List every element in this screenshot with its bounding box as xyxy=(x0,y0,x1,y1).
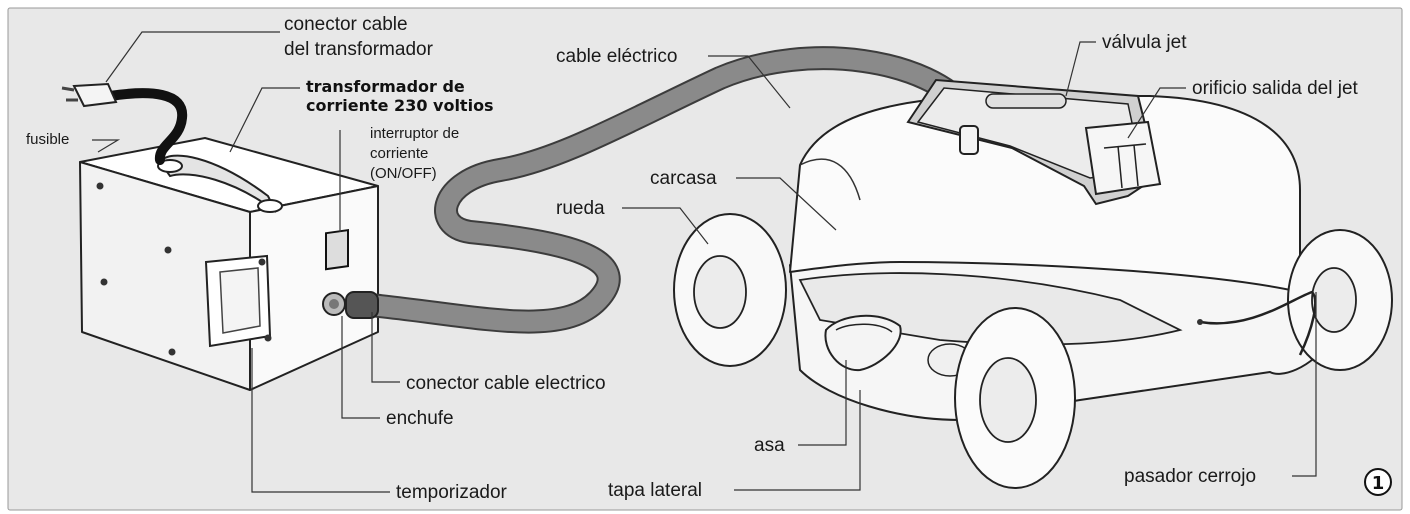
cable-connector xyxy=(345,291,379,319)
jet-grille xyxy=(1133,144,1139,187)
cable-plug xyxy=(959,125,979,155)
plug-icon xyxy=(72,82,118,108)
electric-cable xyxy=(350,48,980,332)
wheel-hub xyxy=(979,357,1037,443)
leader-fusible xyxy=(92,139,121,153)
label-orificio: orificio salida del jet xyxy=(1192,78,1359,99)
handle-mount xyxy=(257,199,283,213)
label-pasador-cerrojo: pasador cerrojo xyxy=(1124,466,1256,487)
timer-window xyxy=(219,267,261,334)
plug-pin xyxy=(61,86,75,92)
transformer-cord xyxy=(61,82,188,165)
label-conector-cable-1: conector cable xyxy=(284,14,408,35)
leader-lines xyxy=(92,31,1317,493)
figure-number: 1 xyxy=(1372,473,1385,494)
label-rueda: rueda xyxy=(556,198,605,219)
leader-conector-cable xyxy=(105,31,280,83)
label-interruptor-1: interruptor de xyxy=(370,125,459,142)
label-tapa-lateral: tapa lateral xyxy=(608,480,702,501)
figure-badge-circle xyxy=(1364,468,1392,496)
wheel-hub xyxy=(693,255,747,329)
leader-pasador xyxy=(1292,292,1317,477)
label-asa: asa xyxy=(754,435,785,456)
screw xyxy=(168,348,176,356)
pool-cleaner xyxy=(673,78,1393,489)
leader-carcasa xyxy=(736,177,837,231)
jet-outlet xyxy=(1084,120,1162,196)
screw xyxy=(264,334,272,342)
leader-enchufe xyxy=(341,316,380,419)
label-interruptor-3: (ON/OFF) xyxy=(370,165,437,182)
socket-inner xyxy=(329,299,339,309)
screw xyxy=(100,278,108,286)
carry-handle xyxy=(824,314,902,372)
leader-temporizador xyxy=(251,348,390,493)
leader-tapa-lateral xyxy=(734,390,861,491)
label-enchufe: enchufe xyxy=(386,408,454,429)
leader-valvula xyxy=(1065,41,1096,97)
valve-cylinder xyxy=(985,93,1067,109)
leader-asa xyxy=(798,360,847,446)
label-conector-cable-electrico: conector cable electrico xyxy=(406,373,606,394)
screw xyxy=(164,246,172,254)
wheel-hub xyxy=(1311,267,1357,333)
housing-contour xyxy=(799,158,861,201)
label-carcasa: carcasa xyxy=(650,168,717,189)
leader-rueda xyxy=(622,207,709,245)
label-cable-electrico: cable eléctrico xyxy=(556,46,677,67)
handle-grip xyxy=(835,323,893,333)
label-temporizador: temporizador xyxy=(396,482,508,503)
label-conector-cable-2: del transformador xyxy=(284,39,434,60)
screw xyxy=(96,182,104,190)
label-transformador-2: corriente 230 voltios xyxy=(306,96,494,115)
figure-number-badge: 1 xyxy=(1364,468,1392,496)
screw xyxy=(258,258,266,266)
transformer xyxy=(79,137,379,391)
latch-end xyxy=(1197,319,1203,325)
label-transformador-1: transformador de xyxy=(306,77,465,96)
label-fusible: fusible xyxy=(26,131,69,148)
power-switch xyxy=(325,228,349,271)
leader-conector-electrico xyxy=(371,312,400,383)
latch-pin xyxy=(1199,290,1317,356)
label-valvula-jet: válvula jet xyxy=(1102,32,1187,53)
leader-cable-electrico xyxy=(708,55,791,109)
jet-grille xyxy=(1117,145,1123,189)
leader-orificio xyxy=(1127,87,1186,139)
leader-transformador xyxy=(229,87,300,153)
label-interruptor-2: corriente xyxy=(370,145,428,162)
labels: conector cable del transformador transfo… xyxy=(26,14,1359,503)
power-cord xyxy=(105,88,188,165)
jet-grille xyxy=(1103,143,1147,149)
